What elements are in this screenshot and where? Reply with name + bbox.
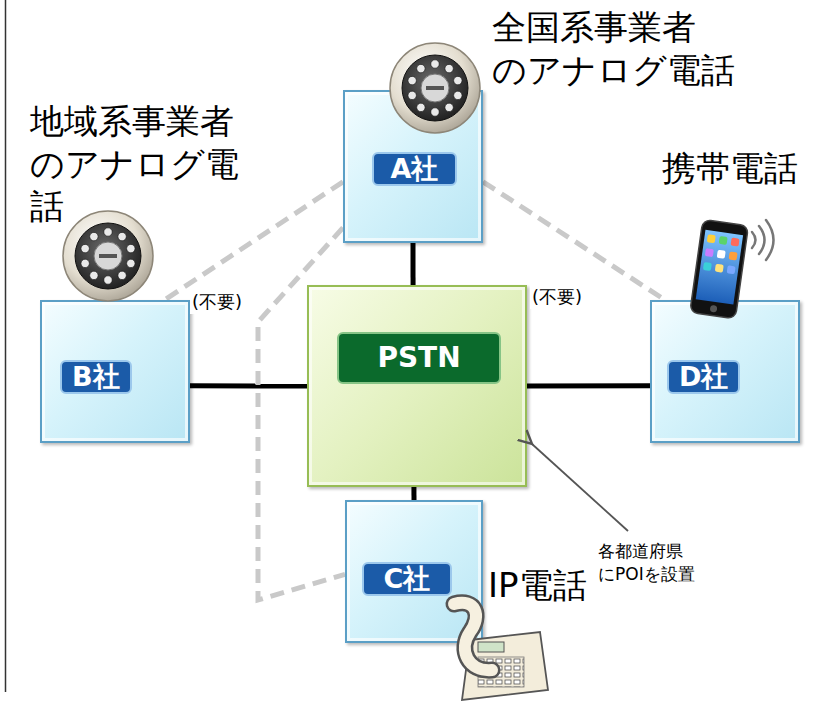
carrier-box: 全国系事業者 のアナログ電話A社 xyxy=(343,90,483,243)
text-holder: 各都道府県 にPOIを設置 xyxy=(598,540,734,586)
text-holder: (不要) xyxy=(190,290,244,314)
trunk-line xyxy=(527,383,650,388)
text-holder: D社 xyxy=(667,360,740,394)
frame-line xyxy=(5,0,7,692)
trunk-line xyxy=(190,383,307,388)
text-holder: A社 xyxy=(372,152,457,186)
node-heading: 地域系事業者 のアナログ電 話 xyxy=(30,100,248,228)
callout-note: 各都道府県 にPOIを設置 xyxy=(598,540,734,586)
node-heading: IP電話 xyxy=(488,564,587,607)
name-badge: PSTN xyxy=(337,332,501,384)
leader-arrow xyxy=(532,444,628,531)
node-heading: 全国系事業者 のアナログ電話 xyxy=(492,6,744,91)
text-holder: PSTN xyxy=(337,332,501,384)
dashed-connector xyxy=(483,182,665,300)
edge-label: (不要) xyxy=(530,285,584,309)
name-badge: A社 xyxy=(372,152,457,186)
ip-phone-icon xyxy=(454,603,548,700)
text-holder: C社 xyxy=(362,562,452,596)
text-holder: IP電話 xyxy=(488,564,587,607)
signal-waves xyxy=(752,220,774,260)
rotary-phone-icon xyxy=(390,43,480,133)
text-holder: B社 xyxy=(60,360,132,394)
text-holder: 携帯電話 xyxy=(662,147,798,190)
carrier-box: 携帯電話D社 xyxy=(650,300,800,443)
edge-label: (不要) xyxy=(190,290,244,314)
trunk-line xyxy=(411,243,416,285)
carrier-box: 地域系事業者 のアナログ電 話B社 xyxy=(40,300,190,443)
dashed-connector xyxy=(165,182,344,300)
node-heading: 携帯電話 xyxy=(662,147,798,190)
text-holder: 地域系事業者 のアナログ電 話 xyxy=(30,100,248,228)
carrier-box: C社IP電話 xyxy=(345,500,483,643)
rotary-phone-icon xyxy=(63,211,153,301)
name-badge: B社 xyxy=(60,360,132,394)
name-badge: C社 xyxy=(362,562,452,596)
network-box: PSTN xyxy=(307,285,527,487)
name-badge: D社 xyxy=(667,360,740,394)
text-holder: 全国系事業者 のアナログ電話 xyxy=(492,6,744,91)
text-holder: (不要) xyxy=(530,285,584,309)
mobile-phone-icon xyxy=(690,219,749,318)
trunk-line xyxy=(411,487,416,500)
